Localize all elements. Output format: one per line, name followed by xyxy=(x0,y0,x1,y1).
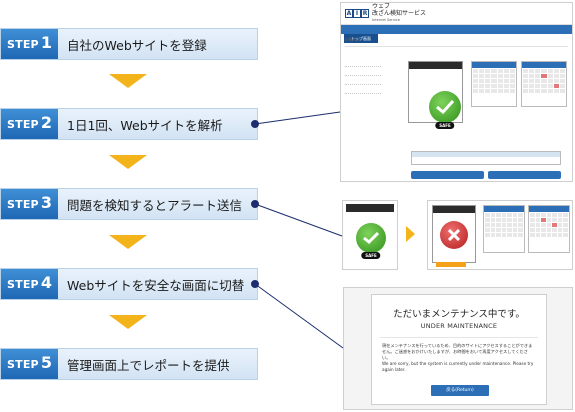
step-4-number: 4 xyxy=(40,273,52,292)
card-header xyxy=(433,206,475,213)
step-1-number: 1 xyxy=(40,33,52,52)
maintenance-dialog: ただいまメンテナンス中です。 UNDER MAINTENANCE 現在メンテナン… xyxy=(371,294,547,405)
step-3-tab: STEP 3 xyxy=(1,189,58,219)
step-5: STEP 5 管理画面上でレポートを提供 xyxy=(0,348,258,380)
status-card-header xyxy=(409,62,462,69)
step-5-label: 管理画面上でレポートを提供 xyxy=(67,357,230,373)
brand-line-3: Internet Service xyxy=(372,18,400,22)
action-buttons xyxy=(411,171,561,179)
brand-line-1: ウェブ xyxy=(372,3,391,10)
action-button[interactable] xyxy=(488,171,561,179)
brand-title: ウェブ 改ざん検知サービス Internet Service xyxy=(372,3,426,24)
step-3: STEP 3 問題を検知するとアラート送信 xyxy=(0,188,258,220)
step-2-word: STEP xyxy=(7,118,39,131)
maintenance-body-jp: 現在メンテナンスを行っているため、目的のサイトにアクセスすることができません。ご… xyxy=(382,343,533,360)
dashboard-screenshot: A I R ウェブ 改ざん検知サービス Internet Service トップ… xyxy=(340,2,573,182)
brand-line-2: 改ざん検知サービス xyxy=(372,10,427,17)
step-5-tab: STEP 5 xyxy=(1,349,58,379)
sidebar-item[interactable] xyxy=(345,58,381,67)
history-table xyxy=(411,151,561,165)
step-1-tab: STEP 1 xyxy=(1,29,58,59)
connector-line-step4 xyxy=(254,283,344,349)
return-button[interactable]: 戻る(Return) xyxy=(431,385,489,396)
step-4: STEP 4 Webサイトを安全な画面に切替 xyxy=(0,268,258,300)
safe-label: SAFE xyxy=(435,122,455,129)
danger-x-icon xyxy=(440,221,468,249)
right-arrow-icon xyxy=(406,226,415,242)
calendar xyxy=(483,205,525,253)
step-5-number: 5 xyxy=(40,353,52,372)
step-2-label: 1日1回、Webサイトを解析 xyxy=(67,117,223,133)
down-arrow-icon xyxy=(109,155,147,169)
dashboard-nav: トップ画面 xyxy=(341,25,572,43)
step-3-number: 3 xyxy=(40,193,52,212)
alert-button[interactable] xyxy=(436,262,466,267)
maintenance-screenshot: ただいまメンテナンス中です。 UNDER MAINTENANCE 現在メンテナン… xyxy=(343,287,573,410)
dashboard-sidebar xyxy=(345,58,381,94)
safe-label: SAFE xyxy=(361,252,381,259)
step-1-label: 自社のWebサイトを登録 xyxy=(67,37,207,53)
action-button[interactable] xyxy=(411,171,484,179)
brand-logo: A I R xyxy=(345,9,369,18)
maintenance-body-en: We are sorry, but the system is currentl… xyxy=(382,361,534,372)
connector-line-step3 xyxy=(254,203,343,237)
step-2-tab: STEP 2 xyxy=(1,109,58,139)
calendar xyxy=(521,61,567,107)
step-2: STEP 2 1日1回、Webサイトを解析 xyxy=(0,108,258,140)
nav-tab-top[interactable]: トップ画面 xyxy=(344,34,378,43)
step-5-word: STEP xyxy=(7,358,39,371)
step-2-number: 2 xyxy=(40,113,52,132)
url-row: 対象URL xyxy=(345,37,568,47)
step-3-label: 問題を検知するとアラート送信 xyxy=(67,197,243,213)
card-header xyxy=(346,204,394,212)
sidebar-item[interactable] xyxy=(345,85,381,94)
logo-letter: I xyxy=(353,9,361,18)
safe-card-screenshot: SAFE xyxy=(342,200,398,270)
calendar xyxy=(528,205,570,253)
step-4-label: Webサイトを安全な画面に切替 xyxy=(67,277,245,293)
down-arrow-icon xyxy=(109,315,147,329)
step-3-word: STEP xyxy=(7,198,39,211)
dashboard-header: A I R ウェブ 改ざん検知サービス Internet Service xyxy=(341,3,572,25)
safe-check-icon: SAFE xyxy=(429,91,461,129)
step-1: STEP 1 自社のWebサイトを登録 xyxy=(0,28,258,60)
logo-letter: R xyxy=(361,9,369,18)
sidebar-item[interactable] xyxy=(345,67,381,76)
step-4-tab: STEP 4 xyxy=(1,269,58,299)
step-1-word: STEP xyxy=(7,38,39,51)
sidebar-item[interactable] xyxy=(345,76,381,85)
down-arrow-icon xyxy=(109,235,147,249)
maintenance-title: ただいまメンテナンス中です。 xyxy=(393,309,525,320)
step-4-word: STEP xyxy=(7,278,39,291)
safe-check-icon: SAFE xyxy=(356,223,386,259)
down-arrow-icon xyxy=(109,74,147,88)
connector-line-step2 xyxy=(254,111,341,125)
logo-letter: A xyxy=(345,9,353,18)
divider xyxy=(380,337,538,338)
alert-screenshot xyxy=(427,200,573,270)
calendar xyxy=(471,61,517,107)
maintenance-subtitle: UNDER MAINTENANCE xyxy=(420,322,498,330)
